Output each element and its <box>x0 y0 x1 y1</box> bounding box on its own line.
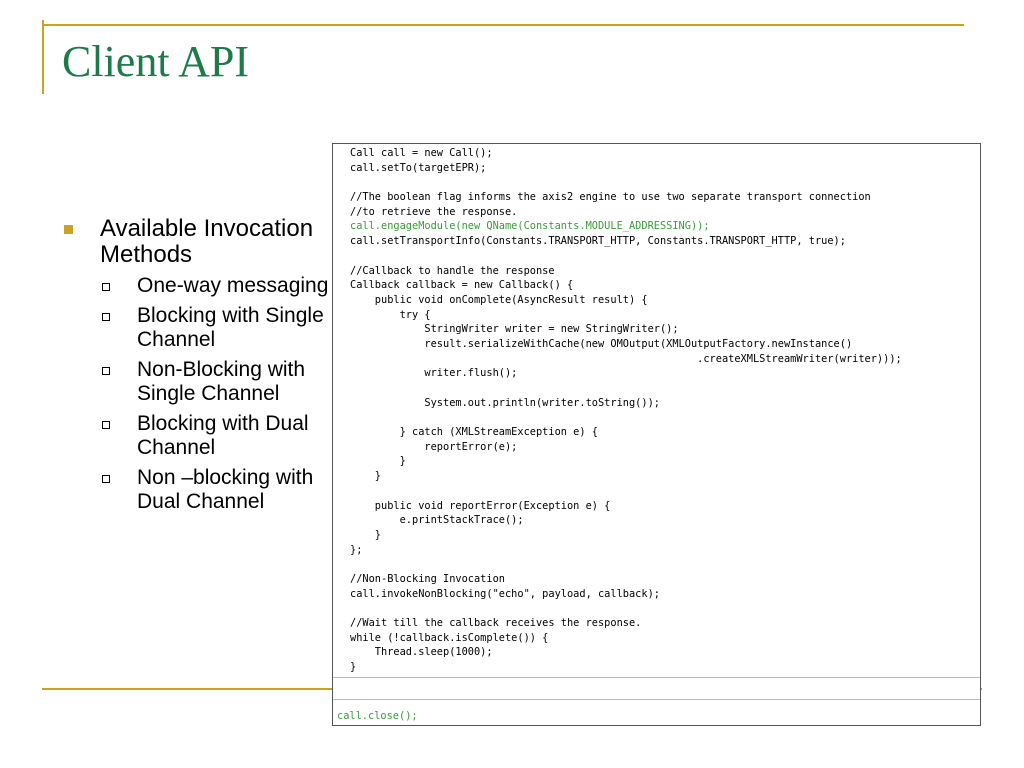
hollow-square-bullet-icon <box>102 283 110 291</box>
code-listing: Call call = new Call(); call.setTo(target… <box>332 143 981 726</box>
code-line: Callback callback = new Callback() { <box>350 279 574 292</box>
sub-bullet-text: Blocking with Dual Channel <box>137 412 309 459</box>
code-separator-row <box>333 678 980 700</box>
code-line: call.invokeNonBlocking("echo", payload, … <box>350 587 660 600</box>
code-line: .createXMLStreamWriter(writer))); <box>350 352 902 365</box>
code-line <box>350 484 980 499</box>
code-line: //Callback to handle the response <box>350 264 555 277</box>
title-left-rule <box>42 20 44 94</box>
code-footer-line: call.close(); <box>337 710 418 722</box>
code-line <box>350 557 980 572</box>
bullet-main: Available Invocation Methods <box>62 216 330 268</box>
bullet-main-text: Available Invocation Methods <box>100 215 314 268</box>
hollow-square-bullet-icon <box>102 421 110 429</box>
sub-bullet-text: Blocking with Single Channel <box>137 304 324 351</box>
code-line <box>350 410 980 425</box>
code-line <box>350 249 980 264</box>
code-line: } <box>350 470 381 483</box>
code-line: }; <box>350 543 363 556</box>
sub-bullet-item: One-way messaging <box>62 274 330 298</box>
code-line: } <box>350 455 406 468</box>
sub-bullet-item: Non-Blocking with Single Channel <box>62 358 330 406</box>
bullet-list: Available Invocation Methods One-way mes… <box>62 216 330 520</box>
code-line: try { <box>350 308 431 321</box>
code-line: } <box>350 661 357 674</box>
code-line <box>350 381 980 396</box>
code-line: result.serializeWithCache(new OMOutput(X… <box>350 337 853 350</box>
code-line: call.setTo(targetEPR); <box>350 161 487 174</box>
code-line: //Non-Blocking Invocation <box>350 572 505 585</box>
code-line: //to retrieve the response. <box>350 205 518 218</box>
sub-bullet-item: Blocking with Single Channel <box>62 304 330 352</box>
sub-bullet-text: Non –blocking with Dual Channel <box>137 466 314 513</box>
code-line: public void onComplete(AsyncResult resul… <box>350 293 648 306</box>
code-line: call.engageModule(new QName(Constants.MO… <box>350 220 710 233</box>
hollow-square-bullet-icon <box>102 475 110 483</box>
sub-bullet-item: Non –blocking with Dual Channel <box>62 466 330 514</box>
code-main-section: Call call = new Call(); call.setTo(target… <box>333 144 980 678</box>
code-line: public void reportError(Exception e) { <box>350 499 611 512</box>
sub-bullet-text: Non-Blocking with Single Channel <box>137 358 306 405</box>
code-line: StringWriter writer = new StringWriter()… <box>350 323 679 336</box>
code-line: writer.flush(); <box>350 367 518 380</box>
hollow-square-bullet-icon <box>102 367 110 375</box>
code-line: reportError(e); <box>350 440 518 453</box>
hollow-square-bullet-icon <box>102 313 110 321</box>
sub-bullet-text: One-way messaging <box>137 274 329 297</box>
code-line <box>350 601 980 616</box>
code-line: while (!callback.isComplete()) { <box>350 631 549 644</box>
code-line: call.setTransportInfo(Constants.TRANSPOR… <box>350 235 846 248</box>
code-line: Call call = new Call(); <box>350 147 493 159</box>
title-top-rule <box>42 24 964 26</box>
code-line: } <box>350 528 381 541</box>
code-line <box>350 175 980 190</box>
code-line: Thread.sleep(1000); <box>350 646 493 659</box>
slide-title: Client API <box>62 37 250 86</box>
sub-bullet-item: Blocking with Dual Channel <box>62 412 330 460</box>
code-line: } catch (XMLStreamException e) { <box>350 426 598 439</box>
sub-bullet-list: One-way messaging Blocking with Single C… <box>62 274 330 514</box>
square-bullet-icon <box>64 225 73 234</box>
code-line: e.printStackTrace(); <box>350 514 524 527</box>
code-line: //Wait till the callback receives the re… <box>350 617 642 629</box>
code-line: System.out.println(writer.toString()); <box>350 396 660 409</box>
code-line: //The boolean flag informs the axis2 eng… <box>350 191 871 204</box>
